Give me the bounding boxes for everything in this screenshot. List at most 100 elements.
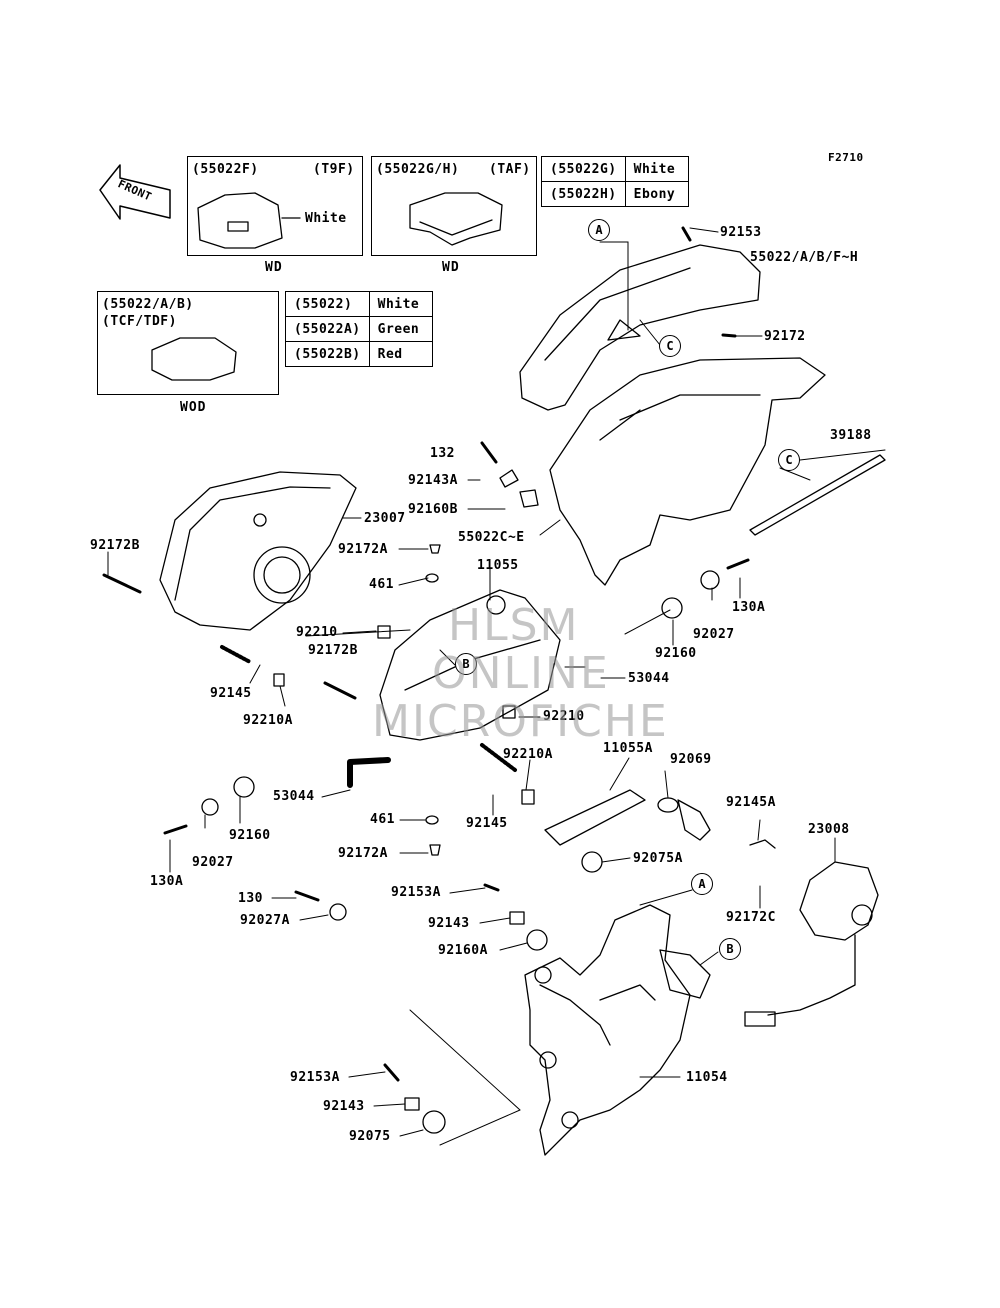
- table-row: (55022H) Ebony: [541, 181, 689, 207]
- callout-a-stay: A: [691, 873, 713, 895]
- table-cell-color: White: [624, 156, 689, 182]
- watermark-line-2: ONLINE: [432, 648, 610, 699]
- table-row: (55022B) Red: [285, 341, 433, 367]
- part-label: 53044: [273, 789, 315, 804]
- part-label: 92143: [323, 1099, 365, 1114]
- part-label: 92210: [296, 625, 338, 640]
- callout-a-top: A: [588, 219, 610, 241]
- variant3-trim: (TCF/TDF): [102, 314, 177, 329]
- part-label: 11055A: [603, 741, 653, 756]
- part-label: 53044: [628, 671, 670, 686]
- part-label: 92160: [229, 828, 271, 843]
- fasteners: [102, 226, 776, 1134]
- figure-code: F2710: [828, 151, 864, 164]
- table-cell-part: (55022A): [285, 316, 370, 342]
- part-label: 130: [238, 891, 263, 906]
- plate-11055a-part: [544, 789, 646, 846]
- table-cell-part: (55022G): [541, 156, 626, 182]
- part-label: 92145: [466, 816, 508, 831]
- variant-box-55022f: [187, 156, 363, 256]
- variant3-code: (55022/A/B): [102, 297, 194, 312]
- variant2-code: (55022G/H): [376, 162, 460, 177]
- part-label: 11054: [686, 1070, 728, 1085]
- part-label: 92027: [192, 855, 234, 870]
- part-label: 92145A: [726, 795, 776, 810]
- callout-b-stay: B: [719, 938, 741, 960]
- variant1-trim: (T9F): [313, 162, 355, 177]
- part-label: 92153: [720, 225, 762, 240]
- table-cell-color: Ebony: [624, 181, 689, 207]
- variant1-caption: WD: [265, 260, 283, 275]
- cowl-sketch-55022f: [197, 192, 301, 249]
- part-label: 92210: [543, 709, 585, 724]
- watermark-line-1: HLSM: [448, 600, 580, 651]
- part-label: 461: [370, 812, 395, 827]
- part-label: 92075A: [633, 851, 683, 866]
- part-label: 92143: [428, 916, 470, 931]
- part-label: 92172A: [338, 846, 388, 861]
- part-label: 92069: [670, 752, 712, 767]
- part-label: 92172A: [338, 542, 388, 557]
- part-label: 92145: [210, 686, 252, 701]
- variant1-color: White: [305, 211, 347, 226]
- cowl-sketch-55022gh: [409, 192, 503, 246]
- part-label: 92172B: [90, 538, 140, 553]
- part-label: 92027A: [240, 913, 290, 928]
- upper-cowl-part: [519, 244, 761, 411]
- watermark-line-3: MICROFICHE: [372, 696, 669, 747]
- part-label: 39188: [830, 428, 872, 443]
- table-row: (55022) White: [285, 291, 433, 317]
- callout-b-bracket: B: [455, 653, 477, 675]
- part-label: 92210A: [243, 713, 293, 728]
- part-label: 92160B: [408, 502, 458, 517]
- part-label: 92160: [655, 646, 697, 661]
- headlight-23007-part: [159, 471, 357, 631]
- part-label: 130A: [732, 600, 766, 615]
- table-row: (55022G) White: [541, 156, 689, 182]
- part-label: 461: [369, 577, 394, 592]
- part-label: 92210A: [503, 747, 553, 762]
- part-label: 92172B: [308, 643, 358, 658]
- variant2-trim: (TAF): [489, 162, 531, 177]
- color-table-gh: (55022G) White (55022H) Ebony: [541, 156, 689, 207]
- table-cell-color: White: [368, 291, 433, 317]
- part-label: 132: [430, 446, 455, 461]
- color-table-ab: (55022) White (55022A) Green (55022B) Re…: [285, 291, 433, 367]
- variant-box-55022ab: [97, 291, 279, 395]
- part-label: 92160A: [438, 943, 488, 958]
- strip-39188-part: [749, 454, 886, 536]
- part-label: 23008: [808, 822, 850, 837]
- part-label: 92153A: [391, 885, 441, 900]
- bulb-92069-part: [657, 797, 711, 841]
- table-cell-color: Green: [368, 316, 433, 342]
- part-label: 92027: [693, 627, 735, 642]
- callout-c-upper: C: [659, 335, 681, 357]
- table-cell-color: Red: [368, 341, 433, 367]
- part-label: 55022C~E: [458, 530, 525, 545]
- leader-lines: [107, 227, 886, 1146]
- variant2-caption: WD: [442, 260, 460, 275]
- variant3-caption: WOD: [180, 400, 207, 415]
- inner-cowl-part: [549, 357, 826, 586]
- table-cell-part: (55022B): [285, 341, 370, 367]
- variant-box-55022gh: [371, 156, 537, 256]
- table-cell-part: (55022): [285, 291, 370, 317]
- part-label: 92172: [764, 329, 806, 344]
- front-arrow-icon: [99, 164, 171, 220]
- table-cell-part: (55022H): [541, 181, 626, 207]
- cowl-sketch-55022ab: [151, 337, 237, 381]
- part-label: 92172C: [726, 910, 776, 925]
- variant1-code: (55022F): [192, 162, 259, 177]
- part-label: 23007: [364, 511, 406, 526]
- part-label: 11055: [477, 558, 519, 573]
- part-label: 92143A: [408, 473, 458, 488]
- part-label: 130A: [150, 874, 184, 889]
- position-lamp-23008-part: [744, 861, 879, 1027]
- callout-c-strip: C: [778, 449, 800, 471]
- part-label: 55022/A/B/F~H: [750, 250, 859, 265]
- part-label: 92075: [349, 1129, 391, 1144]
- part-label: 92153A: [290, 1070, 340, 1085]
- stay-11054-part: [524, 904, 711, 1156]
